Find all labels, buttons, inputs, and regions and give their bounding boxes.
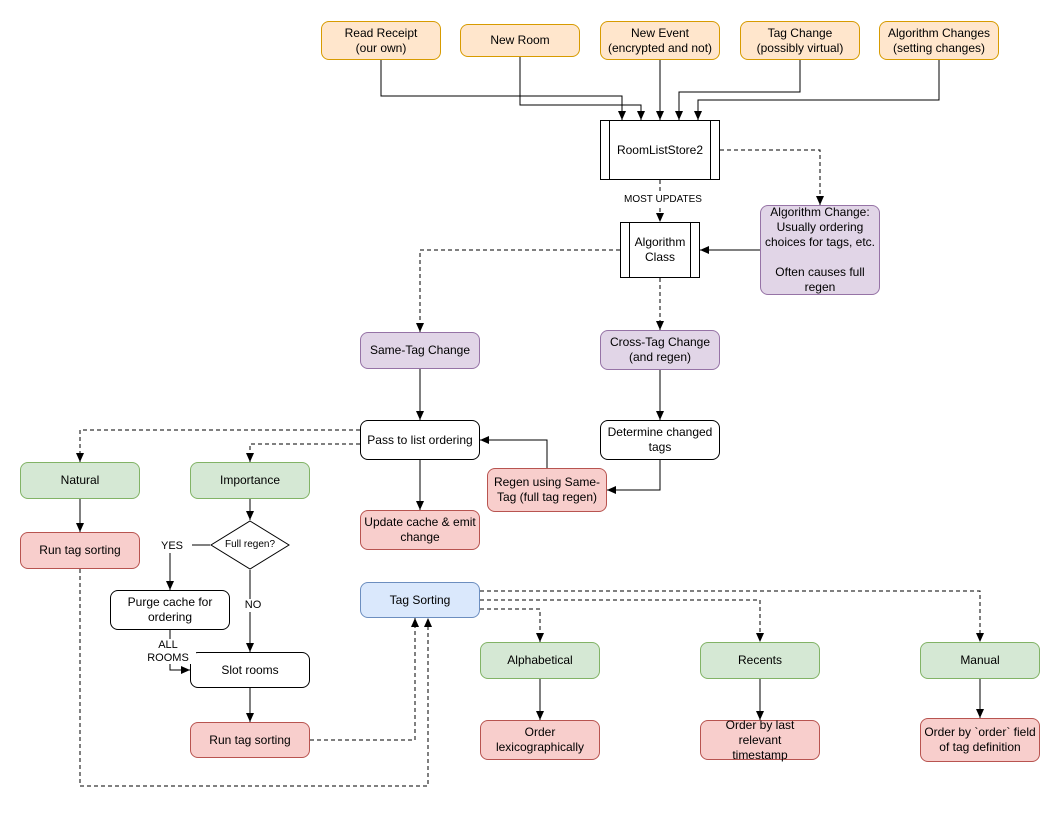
edge-tag-sorting-to-alphabetical bbox=[480, 608, 544, 642]
node-label: Importance bbox=[219, 473, 281, 487]
node-label: Same-Tag Change bbox=[369, 343, 471, 357]
edge-tag-sorting-to-manual bbox=[480, 590, 984, 642]
edge-pass-to-importance bbox=[246, 443, 360, 462]
node-label: Slot rooms bbox=[221, 662, 279, 677]
process-bar-right bbox=[690, 223, 691, 277]
edge-read-receipt-to-roomliststore2 bbox=[380, 60, 626, 120]
edge-pass-to-natural bbox=[76, 429, 360, 462]
edge-new-room-to-roomliststore2 bbox=[519, 57, 645, 120]
edge-tag-sorting-to-recents bbox=[480, 599, 764, 642]
node-alphabetical: Alphabetical bbox=[480, 642, 600, 679]
node-read-receipt: Read Receipt (our own) bbox=[321, 21, 441, 60]
node-label: Order by last relevant timestamp bbox=[725, 717, 795, 762]
diamond-shape bbox=[210, 520, 290, 570]
node-roomliststore2: RoomListStore2 bbox=[600, 120, 720, 180]
node-label: Tag Sorting bbox=[389, 592, 451, 607]
node-label: Purge cache for ordering bbox=[127, 595, 213, 624]
node-manual: Manual bbox=[920, 642, 1040, 679]
node-algorithm-class: Algorithm Class bbox=[620, 222, 700, 278]
node-label: New Event (encrypted and not) bbox=[607, 25, 713, 55]
node-label: Algorithm Change: Usually ordering choic… bbox=[764, 205, 876, 294]
node-same-tag-change: Same-Tag Change bbox=[360, 332, 480, 369]
node-purge-cache: Purge cache for ordering bbox=[110, 590, 230, 630]
edge-determine-to-regen bbox=[607, 460, 661, 494]
node-label: Pass to list ordering bbox=[367, 432, 473, 447]
edge-regen-to-pass bbox=[480, 436, 548, 468]
node-slot-rooms: Slot rooms bbox=[190, 652, 310, 688]
edge-run-tag-sorting-bottom-to-tag-sorting bbox=[310, 618, 419, 741]
edge-label-yes: YES bbox=[152, 540, 192, 553]
node-label: Recents bbox=[737, 653, 783, 667]
node-label: Algorithm Changes (setting changes) bbox=[887, 25, 991, 55]
node-label: Read Receipt (our own) bbox=[344, 25, 418, 55]
node-label: Run tag sorting bbox=[209, 732, 291, 747]
edge-roomliststore2-to-note bbox=[720, 149, 824, 205]
node-label: Order lexicographically bbox=[495, 725, 585, 754]
edge-label-most-updates: MOST UPDATES bbox=[616, 194, 710, 206]
node-label: Full regen? bbox=[224, 538, 276, 550]
node-order-lexicographically: Order lexicographically bbox=[480, 720, 600, 760]
node-order-by-timestamp: Order by last relevant timestamp bbox=[700, 717, 820, 762]
process-bar-left bbox=[629, 223, 630, 277]
node-label: New Room bbox=[490, 33, 550, 47]
process-bar-left bbox=[609, 121, 610, 179]
node-algorithm-change-note: Algorithm Change: Usually ordering choic… bbox=[760, 205, 880, 295]
node-label: Cross-Tag Change (and regen) bbox=[609, 335, 711, 364]
node-label: Run tag sorting bbox=[39, 543, 121, 557]
node-label: Alphabetical bbox=[507, 653, 573, 667]
node-order-by-order-field: Order by `order` field of tag definition bbox=[920, 718, 1040, 762]
node-tag-change: Tag Change (possibly virtual) bbox=[740, 21, 860, 60]
edge-run-tag-sorting-left-to-tag-sorting bbox=[79, 569, 432, 787]
node-label: Natural bbox=[60, 473, 100, 487]
edge-tag-change-to-roomliststore2 bbox=[675, 60, 801, 120]
node-regen-same-tag: Regen using Same- Tag (full tag regen) bbox=[487, 468, 607, 512]
node-determine-changed-tags: Determine changed tags bbox=[600, 420, 720, 460]
edge-algorithm-class-to-same-tag bbox=[416, 249, 620, 332]
edge-label-no: NO bbox=[238, 599, 268, 612]
node-importance: Importance bbox=[190, 462, 310, 499]
node-recents: Recents bbox=[700, 642, 820, 679]
node-cross-tag-change: Cross-Tag Change (and regen) bbox=[600, 330, 720, 370]
node-full-regen: Full regen? bbox=[210, 520, 290, 570]
node-label: Determine changed tags bbox=[607, 425, 713, 454]
node-new-room: New Room bbox=[460, 24, 580, 57]
node-label: Algorithm Class bbox=[634, 235, 686, 264]
node-algorithm-changes: Algorithm Changes (setting changes) bbox=[879, 21, 999, 60]
node-update-cache: Update cache & emit change bbox=[360, 510, 480, 550]
node-label: RoomListStore2 bbox=[616, 142, 704, 157]
node-new-event: New Event (encrypted and not) bbox=[600, 21, 720, 60]
node-run-tag-sorting-left: Run tag sorting bbox=[20, 532, 140, 569]
node-label: Tag Change (possibly virtual) bbox=[756, 25, 844, 55]
edge-label-all-rooms: ALL ROOMS bbox=[140, 639, 196, 665]
node-natural: Natural bbox=[20, 462, 140, 499]
node-label: Manual bbox=[960, 653, 1000, 667]
node-tag-sorting: Tag Sorting bbox=[360, 582, 480, 618]
node-label: Regen using Same- Tag (full tag regen) bbox=[493, 475, 601, 504]
process-bar-right bbox=[710, 121, 711, 179]
node-label: Update cache & emit change bbox=[364, 515, 476, 544]
node-label: Order by `order` field of tag definition bbox=[924, 725, 1036, 754]
node-run-tag-sorting-bottom: Run tag sorting bbox=[190, 722, 310, 758]
edge-algorithm-changes-to-roomliststore2 bbox=[694, 60, 940, 120]
node-pass-to-list-ordering: Pass to list ordering bbox=[360, 420, 480, 460]
